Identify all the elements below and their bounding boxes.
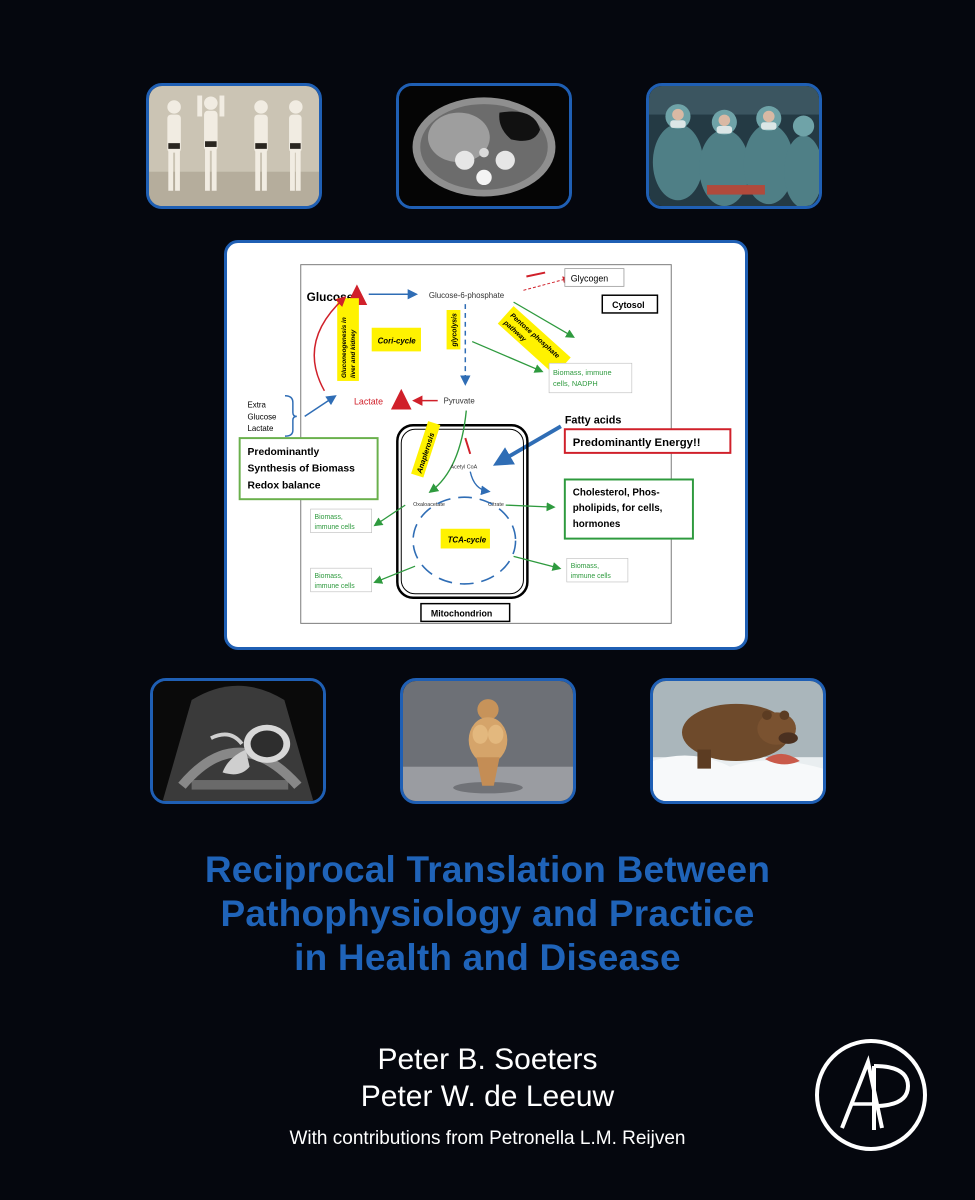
metabolism-diagram-canvas: Glucose Glucose-6-phosphate Glycogen Cyt… (238, 264, 732, 624)
ultrasound-fetus-photo-icon (150, 678, 326, 804)
title-line-3: in Health and Disease (294, 937, 681, 978)
extra-label: Extra (248, 401, 267, 410)
glycogen-label: Glycogen (571, 273, 609, 283)
biomass-box-label-1: Predominantly (248, 447, 320, 458)
contributions-line: With contributions from Petronella L.M. … (289, 1128, 686, 1149)
biomass-right-label-2: immune cells (571, 573, 612, 580)
author-2: Peter W. de Leeuw (360, 1080, 615, 1113)
title-line-2: Pathophysiology and Practice (220, 893, 755, 934)
book-title: Reciprocal Translation Between Pathophys… (0, 848, 975, 980)
biomass-left2-label-1: Biomass, (315, 573, 343, 580)
ap-publisher-logo-icon (812, 1036, 930, 1154)
gluconeogenesis-label-2: liver and kidney (350, 329, 357, 378)
cholesterol-label-1: Cholesterol, Phos- (573, 487, 660, 498)
author-1: Peter B. Soeters (377, 1043, 598, 1076)
cytosol-label: Cytosol (612, 300, 645, 310)
tca-cycle-label: TCA-cycle (448, 536, 487, 545)
biomass-box-label-2: Synthesis of Biomass (248, 464, 356, 475)
extra-lactate-label: Lactate (248, 424, 274, 433)
citrate-label: Citrate (488, 502, 504, 508)
fatty-acids-label: Fatty acids (565, 414, 622, 426)
biomass-nadph-label-1: Biomass, immune (553, 368, 612, 377)
cori-cycle-label: Cori-cycle (378, 337, 417, 346)
biomass-left1-label-2: immune cells (315, 524, 356, 531)
cholesterol-label-2: pholipids, for cells, (573, 503, 663, 514)
oxaloacetate-label: Oxaloacetate (413, 502, 445, 508)
biomass-left1-label-1: Biomass, (315, 514, 343, 521)
metabolism-diagram: Glucose Glucose-6-phosphate Glycogen Cyt… (224, 240, 748, 650)
venus-figurine-photo-icon (400, 678, 576, 804)
pyruvate-label: Pyruvate (444, 397, 476, 406)
glycolysis-label: glycolysis (451, 313, 458, 347)
biomass-right-label-1: Biomass, (571, 563, 599, 570)
biomass-left2-label-2: immune cells (315, 583, 356, 590)
gluconeogenesis-label-1: Gluconeogenesis in (341, 317, 348, 378)
lactate-label: Lactate (354, 397, 383, 407)
extra-glucose-label: Glucose (248, 412, 278, 421)
energy-label: Predominantly Energy!! (573, 437, 701, 449)
glucose-6-phosphate-label: Glucose-6-phosphate (429, 291, 505, 300)
title-line-1: Reciprocal Translation Between (204, 849, 771, 890)
cholesterol-label-3: hormones (573, 519, 621, 530)
bear-catching-salmon-photo-icon (650, 678, 826, 804)
standing-figures-photo-icon (146, 83, 322, 209)
biomass-box-label-3: Redox balance (248, 480, 321, 491)
mitochondrion-label: Mitochondrion (431, 608, 493, 618)
biomass-nadph-label-2: cells, NADPH (553, 379, 598, 388)
acetyl-coa-label: Acetyl CoA (451, 465, 478, 471)
surgeons-photo-icon (646, 83, 822, 209)
ct-scan-photo-icon (396, 83, 572, 209)
